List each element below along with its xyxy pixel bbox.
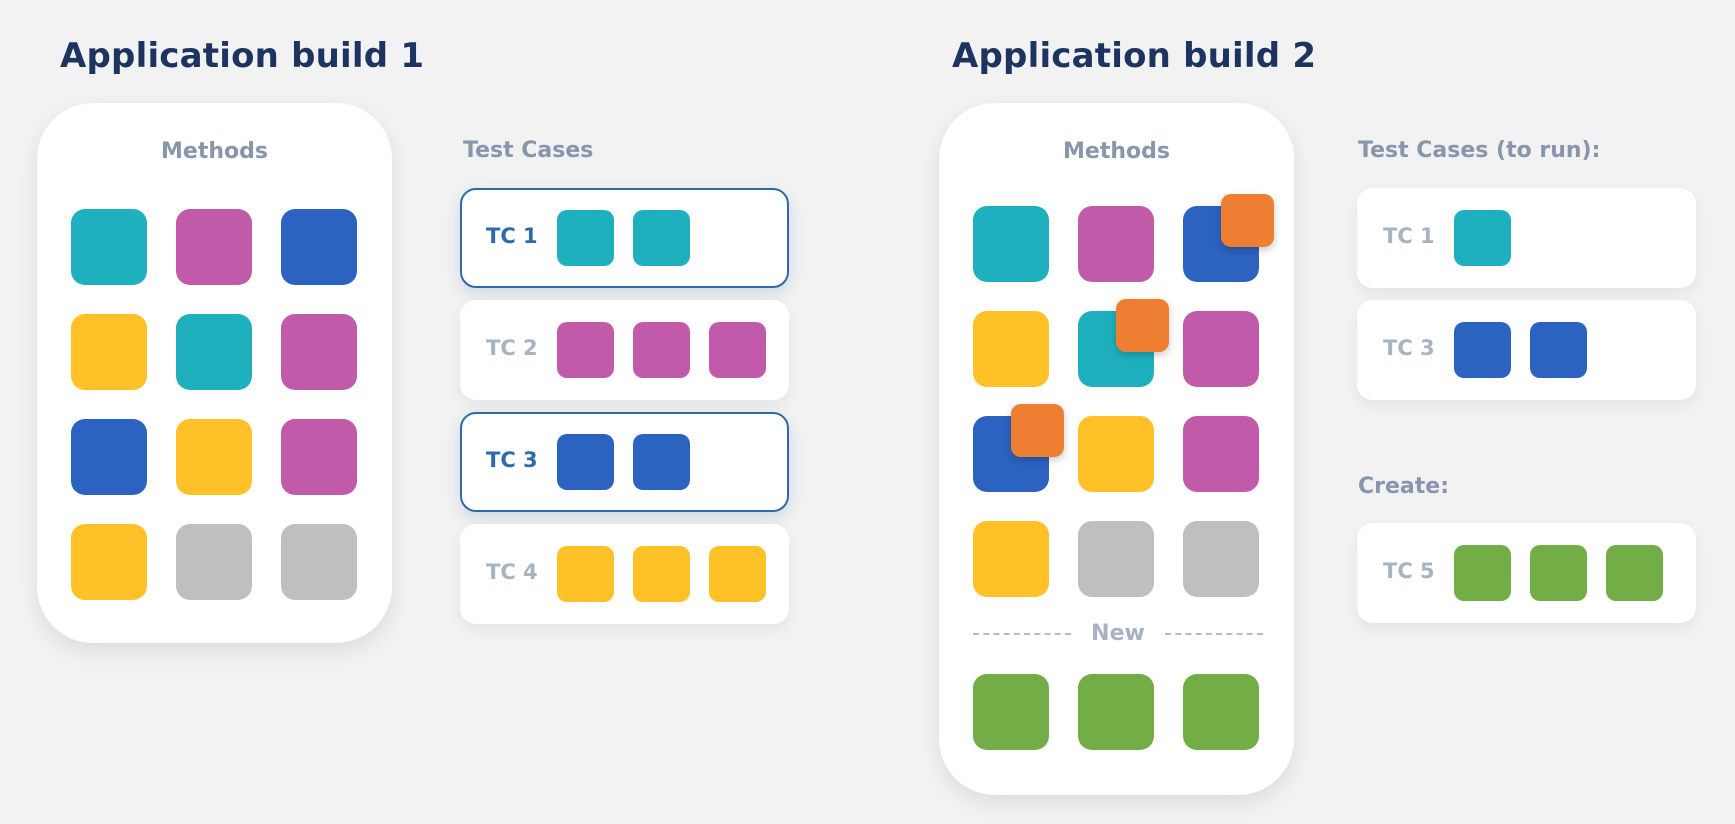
changed-method-badge	[1116, 299, 1169, 352]
build2-create-label: Create:	[1358, 474, 1449, 499]
build1-title: Application build 1	[60, 36, 425, 76]
test-case-method-teal	[633, 210, 690, 266]
test-case-card: TC 3	[460, 412, 789, 512]
build1-method-teal	[71, 209, 147, 285]
build2-method-yellow	[1078, 416, 1154, 492]
test-case-name: TC 4	[486, 560, 538, 584]
changed-method-badge	[1221, 194, 1274, 247]
build1-method-blue	[281, 209, 357, 285]
divider-line-right	[1164, 632, 1264, 635]
build2-title: Application build 2	[952, 36, 1317, 76]
test-case-card: TC 2	[460, 300, 789, 400]
test-case-method-blue	[557, 434, 614, 490]
test-case-name: TC 3	[1383, 336, 1435, 360]
build2-method-teal	[973, 206, 1049, 282]
create-test-case-card: TC 5	[1357, 523, 1696, 623]
build1-method-yellow	[71, 524, 147, 600]
build2-method-magenta	[1183, 311, 1259, 387]
build1-method-blue	[71, 419, 147, 495]
build1-method-gray	[176, 524, 252, 600]
test-case-card: TC 4	[460, 524, 789, 624]
divider-line-left	[973, 632, 1072, 635]
build2-method-magenta	[1078, 206, 1154, 282]
build2-method-yellow	[973, 521, 1049, 597]
build2-method-gray	[1078, 521, 1154, 597]
build1-methods-panel: Methods	[37, 103, 392, 643]
test-case-method-magenta	[557, 322, 614, 378]
test-case-method-teal	[557, 210, 614, 266]
build2-methods-label: Methods	[1063, 139, 1170, 164]
build1-test-cases-label: Test Cases	[463, 138, 594, 163]
new-methods-label: New	[1091, 621, 1145, 646]
test-case-method-green	[1606, 545, 1663, 601]
run-test-case-card: TC 3	[1357, 300, 1696, 400]
test-case-method-magenta	[709, 322, 766, 378]
new-method-green	[1078, 674, 1154, 750]
test-case-method-green	[1454, 545, 1511, 601]
build1-method-teal	[176, 314, 252, 390]
build1-method-yellow	[176, 419, 252, 495]
run-test-case-card: TC 1	[1357, 188, 1696, 288]
test-case-name: TC 5	[1383, 559, 1435, 583]
test-case-method-magenta	[633, 322, 690, 378]
test-case-method-blue	[633, 434, 690, 490]
build2-method-magenta	[1183, 416, 1259, 492]
build2-method-gray	[1183, 521, 1259, 597]
test-case-method-blue	[1530, 322, 1587, 378]
build1-method-magenta	[281, 419, 357, 495]
new-method-green	[1183, 674, 1259, 750]
test-case-card: TC 1	[460, 188, 789, 288]
build2-run-label: Test Cases (to run):	[1358, 138, 1601, 163]
test-case-name: TC 1	[1383, 224, 1435, 248]
build2-method-yellow	[973, 311, 1049, 387]
test-case-method-yellow	[557, 546, 614, 602]
build1-methods-label: Methods	[161, 139, 268, 164]
new-methods-divider: New	[973, 621, 1264, 646]
test-case-name: TC 3	[486, 448, 538, 472]
new-method-green	[973, 674, 1049, 750]
test-case-method-teal	[1454, 210, 1511, 266]
build2-methods-panel: Methods New	[939, 103, 1294, 795]
build1-method-gray	[281, 524, 357, 600]
test-case-name: TC 1	[486, 224, 538, 248]
test-case-method-blue	[1454, 322, 1511, 378]
changed-method-badge	[1011, 404, 1064, 457]
test-case-method-green	[1530, 545, 1587, 601]
test-case-method-yellow	[633, 546, 690, 602]
build1-method-magenta	[176, 209, 252, 285]
build1-method-yellow	[71, 314, 147, 390]
test-case-method-yellow	[709, 546, 766, 602]
build1-method-magenta	[281, 314, 357, 390]
test-case-name: TC 2	[486, 336, 538, 360]
